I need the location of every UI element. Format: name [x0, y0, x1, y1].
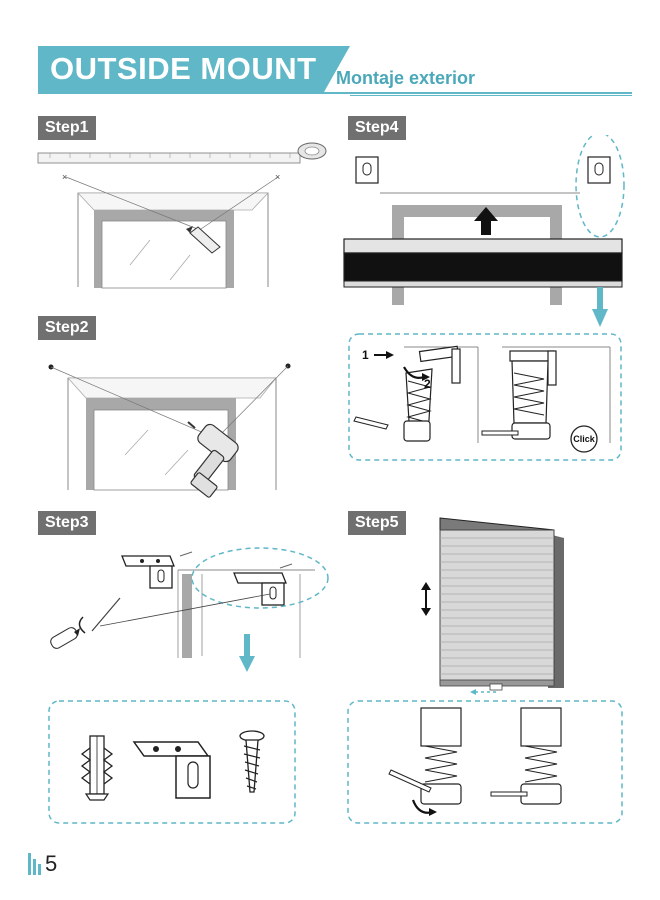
tape-measure-icon [37, 142, 327, 164]
svg-text:×: × [275, 172, 280, 182]
title-banner [38, 46, 324, 92]
title-banner-notch [324, 46, 350, 92]
brand-bars-icon [28, 853, 46, 875]
page-number: 5 [45, 851, 58, 876]
header-rule [38, 92, 632, 94]
drill-icon [187, 421, 239, 498]
screwdriver-icon [50, 597, 121, 649]
pencil-icon [186, 226, 221, 254]
step4-detail-box: 1 2 Click [348, 333, 622, 461]
step3-label: Step3 [38, 511, 96, 535]
step4-arrow-label-1: 1 [362, 348, 369, 362]
svg-text:×: × [62, 172, 67, 182]
step1-label: Step1 [38, 116, 96, 140]
step4-arrow-label-2: 2 [424, 377, 431, 391]
page-subtitle: Montaje exterior [336, 68, 476, 88]
step4-label: Step4 [348, 116, 406, 140]
bracket-icon [132, 741, 211, 799]
wall-anchor-icon [80, 735, 114, 801]
screw-icon [239, 730, 265, 793]
step5-label: Step5 [348, 511, 406, 535]
step3-illustration [30, 538, 330, 678]
step3-parts-box [48, 700, 296, 824]
bracket-icon [121, 555, 175, 589]
step1-illustration: × × [30, 135, 330, 295]
page-header: OUTSIDE MOUNT Montaje exterior [0, 0, 660, 100]
bracket-icon [355, 156, 379, 184]
page-title: OUTSIDE MOUNT [50, 51, 317, 86]
click-label: Click [573, 434, 596, 444]
step2-label: Step2 [38, 316, 96, 340]
step4-illustration [340, 135, 640, 335]
step2-illustration [30, 340, 330, 505]
step5-illustration [340, 512, 640, 700]
step5-detail-box [347, 700, 623, 824]
header-rule-thin [350, 95, 632, 96]
